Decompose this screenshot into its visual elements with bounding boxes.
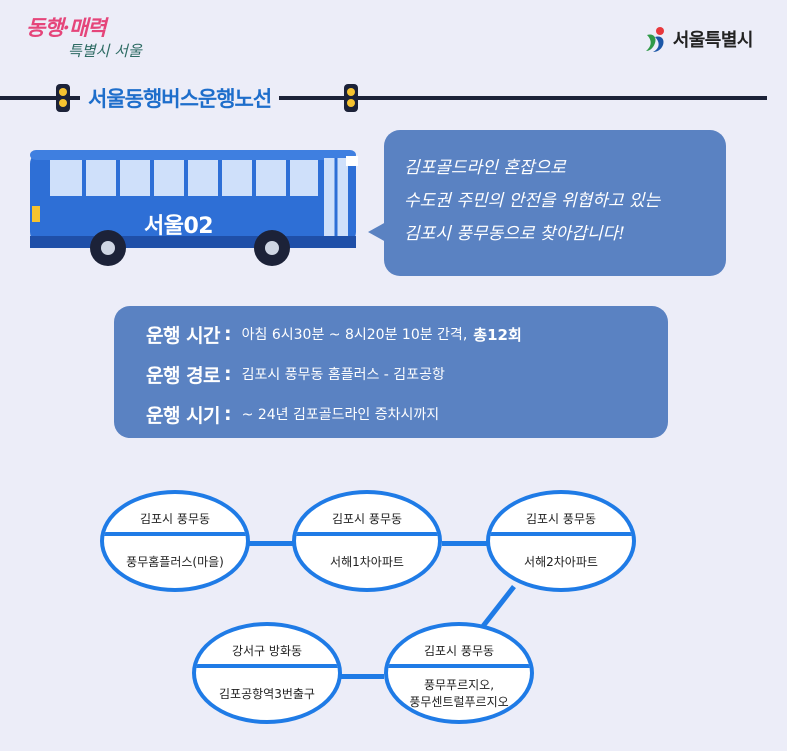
stop-area: 김포시 풍무동 — [490, 494, 632, 536]
bus-icon — [30, 150, 358, 266]
speech-bubble-tail — [368, 222, 386, 242]
route-stop: 김포시 풍무동 서해2차아파트 — [486, 490, 636, 592]
bubble-line: 김포시 풍무동으로 찾아갑니다! — [404, 224, 625, 244]
separator: : — [224, 363, 232, 385]
bubble-line: 수도권 주민의 안전을 위협하고 있는 — [404, 191, 661, 211]
route-stop: 김포시 풍무동 풍무홈플러스(마을) — [100, 490, 250, 592]
route-connector — [248, 541, 294, 546]
page-title-text: 서울동행버스운행노선 — [88, 87, 272, 111]
operating-time-value: 아침 6시30분 ~ 8시20분 10분 간격, — [241, 327, 468, 343]
bubble-line: 김포골드라인 혼잡으로 — [404, 158, 566, 178]
bus-number: 서울02 — [144, 214, 214, 239]
stop-area: 강서구 방화동 — [196, 626, 338, 668]
separator: : — [224, 403, 232, 425]
slogan-line1: 동행·매력 — [26, 15, 107, 40]
stop-name: 김포공항역3번출구 — [219, 686, 315, 701]
seoul-emblem-icon — [645, 27, 664, 52]
route-connector — [481, 585, 516, 628]
operating-total: 총12회 — [473, 325, 522, 344]
route-stop: 김포시 풍무동 서해1차아파트 — [292, 490, 442, 592]
title-divider — [0, 96, 767, 100]
page-title: 서울동행버스운행노선 — [80, 80, 280, 116]
stop-name: 풍무홈플러스(마을) — [126, 554, 224, 569]
period-row: 운행 시기 : ~ 24년 김포골드라인 증차시까지 — [146, 394, 668, 434]
period-label: 운행 시기 — [146, 404, 221, 427]
route-stop: 김포시 풍무동 풍무푸르지오, 풍무센트럴푸르지오 — [384, 622, 534, 724]
slogan-line2: 특별시 서울 — [68, 42, 142, 60]
stop-name: 풍무푸르지오, 풍무센트럴푸르지오 — [409, 678, 509, 709]
seoul-slogan-logo: 동행·매력 특별시 서울 — [22, 8, 142, 64]
route-label: 운행 경로 — [146, 364, 221, 387]
speech-bubble: 김포골드라인 혼잡으로 수도권 주민의 안전을 위협하고 있는 김포시 풍무동으… — [384, 130, 726, 276]
route-value: 김포시 풍무동 홈플러스 - 김포공항 — [241, 367, 445, 383]
bus-illustration: 서울02 — [28, 146, 364, 270]
city-name: 서울특별시 — [672, 30, 754, 51]
operating-time-row: 운행 시간 : 아침 6시30분 ~ 8시20분 10분 간격, 총12회 — [146, 314, 668, 354]
stop-name: 서해1차아파트 — [330, 554, 404, 569]
traffic-light-icon — [344, 84, 358, 112]
stop-area: 김포시 풍무동 — [388, 626, 530, 668]
traffic-light-icon — [56, 84, 70, 112]
route-row: 운행 경로 : 김포시 풍무동 홈플러스 - 김포공항 — [146, 354, 668, 394]
operating-time-label: 운행 시간 — [146, 324, 221, 347]
seoul-city-logo: 서울특별시 — [643, 24, 754, 54]
period-value: ~ 24년 김포골드라인 증차시까지 — [241, 407, 440, 423]
stop-name: 서해2차아파트 — [524, 554, 598, 569]
stop-area: 김포시 풍무동 — [296, 494, 438, 536]
separator: : — [224, 323, 232, 345]
route-connector — [334, 674, 384, 679]
route-stop: 강서구 방화동 김포공항역3번출구 — [192, 622, 342, 724]
route-connector — [442, 541, 488, 546]
service-info-panel: 운행 시간 : 아침 6시30분 ~ 8시20분 10분 간격, 총12회 운행… — [114, 306, 668, 438]
stop-area: 김포시 풍무동 — [104, 494, 246, 536]
